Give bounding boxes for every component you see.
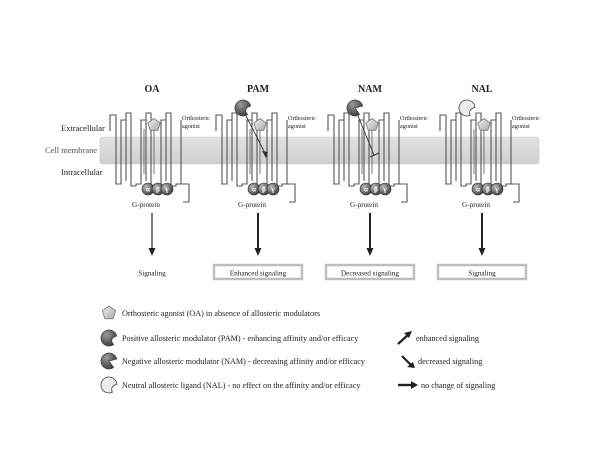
gprotein-label: G-protein — [132, 201, 160, 209]
orthosteric-agonist-label: agonist — [400, 123, 418, 130]
receptor-n-terminus — [109, 114, 116, 131]
cell-membrane-band — [99, 136, 540, 165]
receptor-n-terminus — [327, 114, 334, 131]
nam-icon — [100, 352, 118, 370]
receptor-outline — [221, 112, 288, 187]
signaling-arrow-head — [478, 248, 486, 256]
gprotein-subunit-label: γ — [270, 186, 275, 194]
receptor-c-terminus — [287, 183, 296, 203]
receptor-c-terminus — [399, 183, 408, 203]
signaling-arrow-head — [366, 248, 374, 256]
legend-text: Negative allosteric modulator (NAM) - de… — [122, 357, 366, 366]
pam-effect-line — [245, 115, 267, 156]
orthosteric-agonist-label: agonist — [182, 123, 200, 130]
legend-item-pentagon: Orthosteric agonist (OA) in absence of a… — [101, 305, 320, 320]
gprotein-label: G-protein — [238, 201, 266, 209]
orthosteric-agonist-label: agonist — [288, 123, 306, 130]
legend-item-nal: Neutral allosteric ligand (NAL) - no eff… — [100, 376, 495, 394]
signaling-arrow-head — [254, 248, 262, 256]
signaling-arrow-head — [148, 248, 156, 256]
signaling-label: Signaling — [138, 270, 166, 278]
orthosteric-agonist-label: agonist — [512, 123, 530, 130]
receptor-c-terminus — [511, 183, 520, 203]
gprotein-subunit-label: α — [364, 186, 368, 194]
legend-text: Orthosteric agonist (OA) in absence of a… — [122, 309, 320, 318]
gprotein-subunit-label: α — [252, 186, 256, 194]
signaling-label: Signaling — [468, 270, 496, 278]
receptor-n-terminus — [439, 114, 446, 131]
legend-result-text: no change of signaling — [421, 381, 495, 390]
legend: Orthosteric agonist (OA) in absence of a… — [100, 305, 495, 394]
receptor-outline — [115, 112, 182, 187]
signaling-label: Enhanced signaling — [230, 270, 287, 278]
receptor-c-terminus — [181, 183, 190, 203]
legend-item-pam: Positive allosteric modulator (PAM) - en… — [100, 329, 479, 347]
orthosteric-agonist-label: Orthosteric — [512, 115, 540, 122]
cell-membrane-label: Cell membrane — [45, 145, 97, 155]
extracellular-label: Extracellular — [61, 123, 105, 133]
gprotein-subunit-label: α — [146, 186, 150, 194]
receptor-outline — [445, 112, 512, 187]
orthosteric-agonist — [147, 118, 161, 131]
gprotein-subunit-label: β — [374, 186, 378, 194]
panel-title: OA — [145, 84, 161, 95]
gprotein-subunit-label: α — [476, 186, 480, 194]
orthosteric-agonist-icon — [101, 305, 117, 320]
legend-result-text: decreased signaling — [418, 357, 482, 366]
orthosteric-agonist-label: Orthosteric — [400, 115, 428, 122]
nam-effect-bar — [369, 152, 380, 158]
legend-text: Neutral allosteric ligand (NAL) - no eff… — [122, 381, 361, 390]
gprotein-gamma-subunit — [266, 182, 280, 196]
signaling-box — [212, 263, 304, 281]
gprotein-label: G-protein — [350, 201, 378, 209]
nal-icon — [100, 376, 118, 394]
intracellular-label: Intracellular — [61, 167, 103, 177]
gprotein-subunit-label: γ — [494, 186, 499, 194]
gprotein-subunit-label: β — [486, 186, 490, 194]
signaling-box — [436, 263, 528, 281]
gprotein-gamma-subunit — [490, 182, 504, 196]
gprotein-subunit-label: γ — [164, 186, 169, 194]
legend-arrowhead — [407, 362, 415, 368]
orthosteric-agonist-label: Orthosteric — [182, 115, 210, 122]
pam-effect-arrowhead — [262, 151, 268, 158]
pam-ligand — [234, 99, 252, 117]
pam-icon — [100, 329, 118, 347]
gprotein-gamma-subunit — [378, 182, 392, 196]
legend-arrowhead — [411, 381, 418, 389]
gprotein-subunit-label: β — [262, 186, 266, 194]
orthosteric-agonist-label: Orthosteric — [288, 115, 316, 122]
orthosteric-agonist — [477, 118, 491, 131]
panel-title: PAM — [247, 84, 270, 95]
nal-ligand — [458, 99, 476, 117]
panel-title: NAM — [358, 84, 382, 95]
nam-effect-line — [357, 115, 375, 156]
signaling-label: Decreased signaling — [341, 270, 399, 278]
signaling-box — [324, 263, 416, 281]
orthosteric-agonist — [365, 118, 379, 131]
legend-item-nam: Negative allosteric modulator (NAM) - de… — [100, 352, 482, 370]
gprotein-gamma-subunit — [160, 182, 174, 196]
legend-arrowhead — [404, 331, 412, 338]
nam-ligand — [346, 99, 364, 117]
legend-arrow-down — [401, 355, 412, 366]
legend-result-text: enhanced signaling — [416, 334, 479, 343]
gprotein-subunit-label: γ — [382, 186, 387, 194]
panel-title: NAL — [471, 84, 492, 95]
gprotein-label: G-protein — [462, 201, 490, 209]
receptor-outline — [333, 112, 400, 187]
gprotein-subunit-label: β — [156, 186, 160, 194]
orthosteric-agonist — [253, 118, 267, 131]
legend-text: Positive allosteric modulator (PAM) - en… — [122, 334, 359, 343]
receptor-n-terminus — [215, 114, 222, 131]
